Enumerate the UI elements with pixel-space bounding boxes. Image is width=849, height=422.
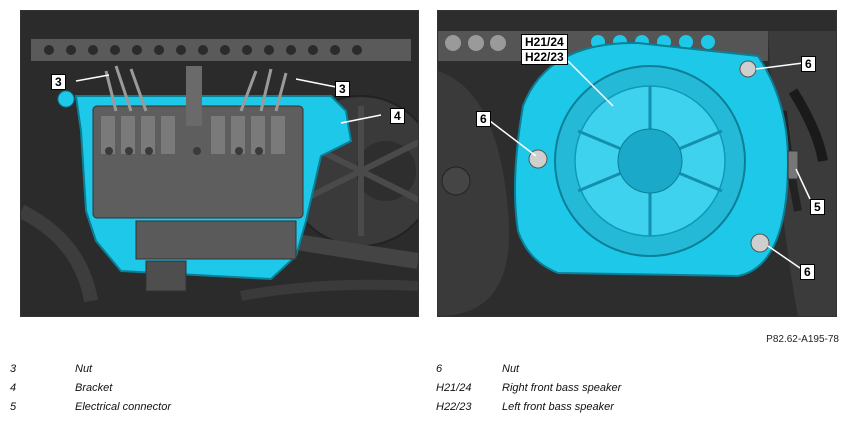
legend-number: 5: [10, 401, 17, 413]
legend-text: Left front bass speaker: [502, 401, 614, 413]
legend-number: H22/23: [436, 401, 472, 413]
legend-number: 4: [10, 382, 17, 394]
legend-text: Right front bass speaker: [502, 382, 622, 394]
legend-text: Bracket: [75, 382, 113, 394]
figure-identifier: P82.62-A195-78: [766, 334, 839, 345]
legend-text: Nut: [502, 363, 520, 375]
callout-bracket-4: 4: [390, 108, 405, 124]
right-illustration-drawing: [438, 11, 836, 316]
callout-nut-3-right: 3: [335, 81, 350, 97]
callout-nut-6-left: 6: [476, 111, 491, 127]
legend-left: 3 Nut 4 Bracket 5 Electrical connector: [10, 363, 410, 418]
callout-nut-6-top: 6: [801, 56, 816, 72]
right-illustration: H21/24 H22/23 6 6 5 6: [437, 10, 837, 317]
left-illustration-drawing: [21, 11, 418, 316]
legend-number: 3: [10, 363, 17, 375]
callout-speaker-h21-24: H21/24: [521, 34, 568, 50]
left-illustration: 3 3 4: [20, 10, 419, 317]
callout-nut-3-left: 3: [51, 74, 66, 90]
legend-text: Nut: [75, 363, 93, 375]
legend-text: Electrical connector: [75, 401, 171, 413]
legend-number: H21/24: [436, 382, 472, 394]
legend-right: 6 Nut H21/24 Right front bass speaker H2…: [436, 363, 836, 418]
callout-speaker-h22-23: H22/23: [521, 49, 568, 65]
legend-number: 6: [436, 363, 443, 375]
callout-connector-5: 5: [810, 199, 825, 215]
callout-nut-6-bottom: 6: [800, 264, 815, 280]
